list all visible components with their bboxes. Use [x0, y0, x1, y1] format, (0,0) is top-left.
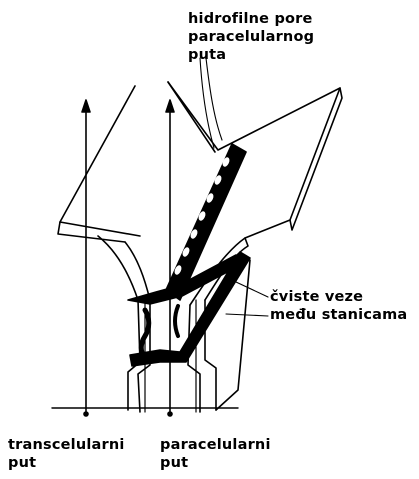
label-line: čviste veze	[270, 288, 407, 306]
label-line: put	[160, 454, 271, 472]
label-line: transcelularni	[8, 436, 125, 454]
label-line: hidrofilne pore	[188, 10, 314, 28]
tight-junctions-label: čviste veze među stanicama	[270, 288, 407, 324]
label-line: paracelularni	[160, 436, 271, 454]
right-cell	[168, 82, 342, 305]
label-line: put	[8, 454, 125, 472]
hydrophilic-pores-label: hidrofilne pore paracelularnog puta	[188, 10, 314, 64]
transcellular-route-label: transcelularni put	[8, 436, 125, 472]
label-line: paracelularnog	[188, 28, 314, 46]
label-line: puta	[188, 46, 314, 64]
label-line: među stanicama	[270, 306, 407, 324]
paracellular-arrow	[166, 100, 174, 417]
transcellular-arrow	[82, 100, 90, 417]
left-cell	[58, 86, 150, 300]
paracellular-route-label: paracelularni put	[160, 436, 271, 472]
